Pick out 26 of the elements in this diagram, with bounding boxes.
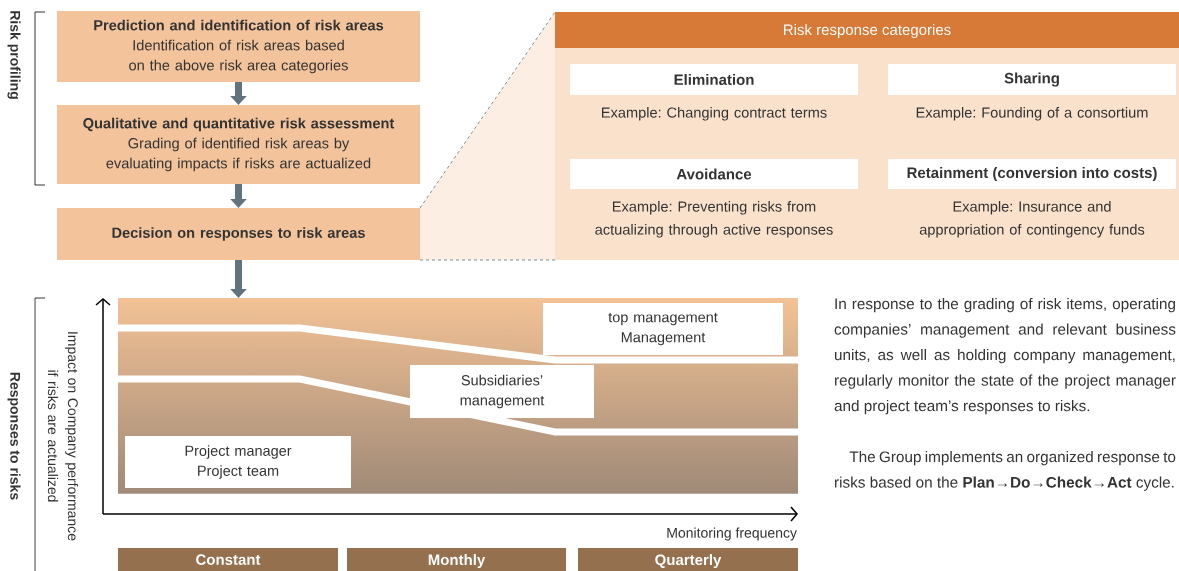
example-text: Example: Founding of a consortium xyxy=(916,107,1148,121)
node-label: Management xyxy=(621,332,706,346)
node-label: top management xyxy=(608,312,718,326)
axis-label: Impact on Company performance if risks are actualized xyxy=(47,332,79,541)
paragraph: The Group implements an organized response to risks based on the Plan→Do→Check→Act cycle. xyxy=(835,451,1176,491)
example-text: Example: Insurance and appropriation of contingency funds xyxy=(919,201,1145,238)
category-header: Avoidance xyxy=(570,159,858,189)
frequency-bar: Constant xyxy=(118,548,338,571)
example-text: Example: Preventing risks from actualizing through active responses xyxy=(595,201,833,238)
role-box: Subsidiaries’ management xyxy=(410,365,594,418)
frequency-bar: Monthly xyxy=(347,548,566,571)
connector-line xyxy=(419,11,556,209)
paragraph: In response to the grading of risk items, operating companies’ management and relevant business units, as well as holding company management, regularly monitor the state of the project manager and project team’s responses to risks. xyxy=(834,298,1176,415)
frequency-bar: Quarterly xyxy=(578,548,798,571)
role-box: top management Management xyxy=(543,303,783,355)
connector-line xyxy=(419,259,556,261)
category-header: Sharing xyxy=(888,64,1176,95)
side-label: Responses to risks xyxy=(7,372,21,500)
role-box: Project manager Project team xyxy=(125,436,351,488)
process-box: Qualitative and quantitative risk assessment Grading of identified risk areas by evaluating impacts if risks are actualized xyxy=(57,105,420,184)
process-box: Decision on responses to risk areas xyxy=(57,208,420,260)
side-label: Risk profiling xyxy=(7,11,21,99)
example-text: Example: Changing contract terms xyxy=(602,107,827,121)
process-box: Prediction and identification of risk areas Identification of risk areas based on the above risk area categories xyxy=(57,11,420,82)
category-header: Elimination xyxy=(570,64,858,95)
category-header: Retainment (conversion into costs) xyxy=(888,159,1176,189)
